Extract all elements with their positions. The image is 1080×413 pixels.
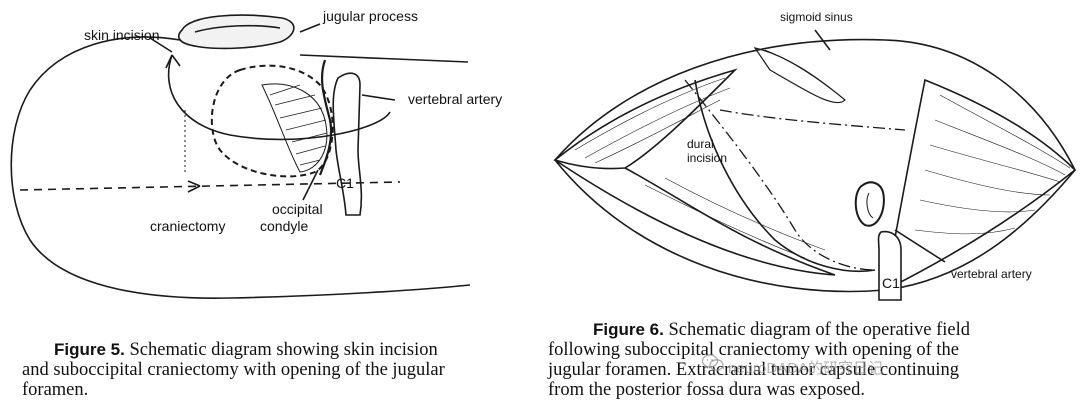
label-vertebral-artery: vertebral artery	[408, 91, 503, 107]
right-muscle	[883, 78, 1077, 292]
watermark-text: neuroDADA的研究日记	[728, 360, 884, 377]
dural-incision-line	[684, 79, 876, 271]
label-c1: C1	[882, 275, 900, 291]
figure-5-caption-line2: and suboccipital craniectomy with openin…	[22, 360, 445, 380]
figure-5-caption-line1: Schematic diagram showing skin incision	[129, 340, 438, 360]
jugular-foramen-opening	[854, 181, 885, 227]
muscle-striations	[574, 77, 1071, 259]
figure-6-caption-label: Figure 6.	[593, 320, 664, 339]
figure-6-caption-line3: jugular foramen. Extracranial tumor caps…	[548, 360, 959, 380]
label-skin-incision: skin incision	[84, 27, 160, 43]
c1-column	[332, 72, 363, 216]
figure-5-drawing	[10, 14, 471, 299]
label-condyle: condyle	[260, 218, 309, 234]
left-muscle-lower	[554, 159, 836, 276]
label-craniectomy: craniectomy	[150, 218, 226, 234]
figure-5-caption-line3: foramen.	[22, 380, 89, 400]
figure-6-caption-line1: Schematic diagram of the operative field	[668, 320, 971, 340]
label-jugular-process: jugular process	[323, 8, 418, 24]
neck-outline	[299, 54, 469, 63]
head-outline	[10, 36, 471, 299]
figure-6-drawing	[553, 29, 1077, 301]
figure-5-caption: Figure 5. Schematic diagram showing skin…	[22, 340, 542, 400]
hatch-lines	[269, 84, 328, 166]
skin-incision-curve	[167, 54, 391, 141]
figure-6: sigmoid sinus dural incision vertebral a…	[545, 0, 1080, 413]
label-incision: incision	[687, 151, 728, 165]
c1-column	[877, 230, 902, 301]
figure-6-caption-line2: following suboccipital craniectomy with …	[548, 340, 960, 360]
figure-5: skin incision jugular process vertebral …	[10, 8, 542, 400]
vertebral-artery-shape	[318, 59, 333, 176]
hatched-region	[261, 83, 328, 173]
craniectomy-arrow-line	[19, 181, 401, 191]
jugular-process-shape	[177, 14, 295, 50]
label-c1: C1	[336, 175, 354, 191]
craniectomy-outline	[210, 64, 334, 178]
sigmoid-sinus-shape	[753, 47, 846, 104]
figure-5-caption-label: Figure 5.	[54, 340, 125, 359]
label-vertebral-artery: vertebral artery	[951, 267, 1032, 281]
label-sigmoid-sinus: sigmoid sinus	[780, 10, 853, 24]
label-occipital: occipital	[272, 201, 323, 217]
wechat-icon	[702, 354, 724, 371]
label-dural: dural	[687, 137, 714, 151]
figure-6-caption: Figure 6. Schematic diagram of the opera…	[548, 320, 1078, 400]
figure-6-caption-line4: from the posterior fossa dura was expose…	[548, 380, 865, 400]
